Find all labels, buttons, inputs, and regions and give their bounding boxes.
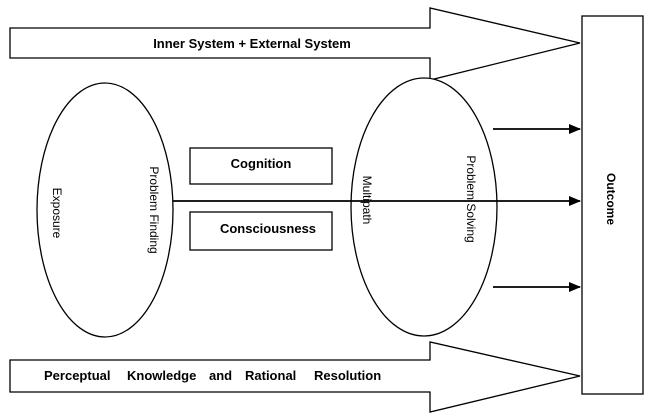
cognition-box: Cognition <box>189 147 333 185</box>
outcome-label: Outcome <box>604 173 618 225</box>
consciousness-label: Consciousness <box>220 221 316 236</box>
outcome-box: Outcome <box>581 15 644 395</box>
consciousness-box: Consciousness <box>189 211 333 251</box>
bottom-arrow-word-5: Resolution <box>314 368 381 383</box>
problem-solving-label: Problem Solving <box>464 155 478 242</box>
right-ellipse: Multipath Problem Solving <box>350 77 498 337</box>
bottom-arrow-word-2: Knowledge <box>127 368 196 383</box>
bottom-arrow-word-4: Rational <box>245 368 296 383</box>
exposure-label: Exposure <box>50 188 64 239</box>
cognition-label: Cognition <box>231 156 292 171</box>
problem-finding-label: Problem Finding <box>147 166 161 253</box>
top-arrow-label: Inner System + External System <box>153 36 351 51</box>
bottom-arrow-word-1: Perceptual <box>44 368 110 383</box>
bottom-resolution-arrow: Perceptual Knowledge and Rational Resolu… <box>9 341 581 413</box>
multipath-label: Multipath <box>360 176 374 225</box>
left-ellipse: Exposure Problem Finding <box>36 82 174 338</box>
top-system-arrow: Inner System + External System <box>9 7 581 81</box>
bottom-arrow-word-3: and <box>209 368 232 383</box>
